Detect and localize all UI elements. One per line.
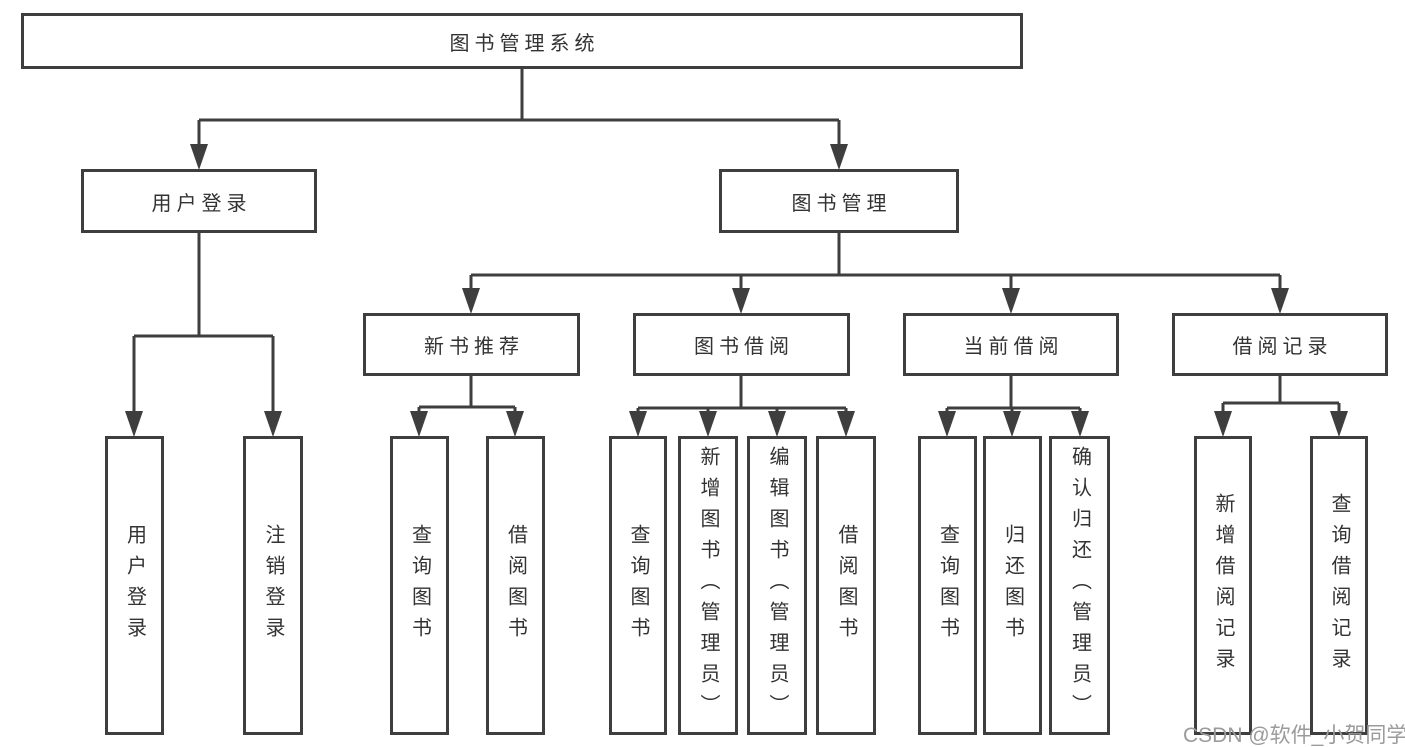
arrow-down-icon	[1214, 411, 1232, 437]
node-book-borrow-label: 图书借阅	[694, 336, 794, 358]
arrow-down-icon	[1330, 411, 1348, 437]
leaf-query-books-current-label: 查询图书	[936, 523, 959, 648]
leaf-edit-book-admin: 编辑图书（管理员）	[747, 436, 807, 735]
leaf-edit-book-admin-label: 编辑图书（管理员）	[766, 446, 788, 725]
leaf-return-books-label: 归还图书	[1001, 523, 1024, 648]
leaf-borrow-books-recommend-label: 借阅图书	[504, 523, 527, 648]
arrow-down-icon	[1271, 288, 1289, 314]
leaf-query-books-current: 查询图书	[918, 436, 977, 735]
node-user-login-label: 用户登录	[151, 192, 252, 215]
leaf-logout-label: 注销登录	[262, 523, 284, 648]
leaf-borrow-books: 借阅图书	[816, 436, 876, 735]
arrow-down-icon	[410, 411, 428, 437]
arrow-down-icon	[190, 144, 208, 170]
arrow-down-icon	[125, 411, 143, 437]
node-current-borrow: 当前借阅	[903, 313, 1119, 376]
leaf-confirm-return-admin-label: 确认归还（管理员）	[1068, 446, 1091, 725]
arrow-down-icon	[837, 411, 855, 437]
node-root-label: 图书管理系统	[449, 32, 600, 55]
leaf-user-login-label: 用户登录	[123, 523, 146, 648]
connector-user-login-to-leaves	[132, 233, 275, 414]
arrow-down-icon	[732, 288, 750, 314]
leaf-add-borrow-record-label: 新增借阅记录	[1212, 492, 1234, 679]
leaf-query-books-recommend-label: 查询图书	[408, 523, 431, 648]
arrow-down-icon	[264, 411, 282, 437]
arrow-down-icon	[699, 411, 717, 437]
node-borrow-records-label: 借阅记录	[1232, 336, 1333, 358]
connector-current-borrow-to-leaves	[945, 376, 1082, 414]
leaf-query-borrow-record-label: 查询借阅记录	[1328, 492, 1350, 679]
leaf-query-books-borrow: 查询图书	[609, 436, 667, 735]
leaf-add-book-admin: 新增图书（管理员）	[678, 436, 738, 735]
csdn-watermark: CSDN @软件_小贺同学	[1183, 724, 1405, 747]
arrow-down-icon	[506, 411, 524, 437]
leaf-add-book-admin-label: 新增图书（管理员）	[697, 446, 719, 725]
arrow-down-icon	[1002, 288, 1020, 314]
node-book-borrow: 图书借阅	[633, 313, 850, 376]
node-new-book-recommend-label: 新书推荐	[424, 336, 524, 358]
arrow-down-icon	[1071, 411, 1089, 437]
node-new-book-recommend: 新书推荐	[363, 313, 580, 376]
node-user-login: 用户登录	[81, 169, 317, 233]
leaf-borrow-books-label: 借阅图书	[835, 523, 857, 648]
leaf-confirm-return-admin: 确认归还（管理员）	[1049, 436, 1110, 735]
leaf-query-borrow-record: 查询借阅记录	[1310, 436, 1368, 735]
leaf-query-books-recommend: 查询图书	[390, 436, 449, 735]
arrow-down-icon	[629, 411, 647, 437]
node-current-borrow-label: 当前借阅	[963, 336, 1064, 358]
arrow-down-icon	[1003, 411, 1021, 437]
connector-new-book-recommend-to-leaves	[417, 376, 517, 414]
node-root: 图书管理系统	[21, 13, 1023, 69]
leaf-user-login: 用户登录	[105, 436, 164, 735]
node-book-management: 图书管理	[719, 169, 959, 233]
connector-book-management-to-level3	[469, 233, 1282, 291]
leaf-logout: 注销登录	[243, 436, 303, 735]
connector-book-borrow-to-leaves	[636, 376, 848, 414]
arrow-down-icon	[830, 144, 848, 170]
leaf-query-books-borrow-label: 查询图书	[627, 523, 649, 648]
leaf-return-books: 归还图书	[983, 436, 1042, 735]
leaf-borrow-books-recommend: 借阅图书	[486, 436, 545, 735]
connector-root-to-level2	[197, 67, 841, 147]
leaf-add-borrow-record: 新增借阅记录	[1194, 436, 1252, 735]
arrow-down-icon	[938, 411, 956, 437]
connector-borrow-records-to-leaves	[1221, 376, 1341, 414]
node-book-management-label: 图书管理	[791, 192, 892, 215]
arrow-down-icon	[462, 288, 480, 314]
arrow-down-icon	[768, 411, 786, 437]
node-borrow-records: 借阅记录	[1172, 313, 1388, 376]
